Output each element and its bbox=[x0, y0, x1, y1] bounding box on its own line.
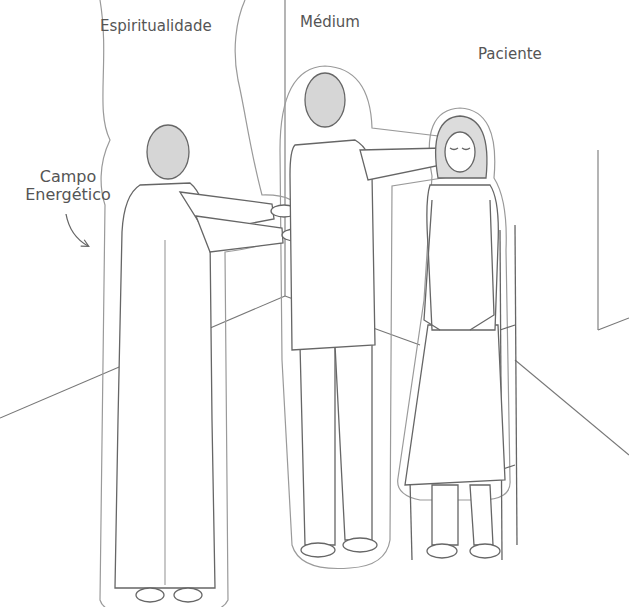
medium-leg bbox=[335, 343, 372, 540]
patient-skirt bbox=[405, 325, 505, 485]
figure-label: Paciente bbox=[478, 46, 568, 63]
pointer-arrow bbox=[66, 214, 88, 246]
spirit-robe bbox=[115, 183, 215, 588]
spirit-arm bbox=[196, 216, 283, 252]
patient-arm bbox=[470, 200, 494, 330]
figure-label: Médium bbox=[300, 14, 390, 31]
wall-corner bbox=[284, 0, 285, 296]
wall-corner bbox=[597, 150, 598, 330]
spirit-foot bbox=[174, 588, 202, 602]
chair-post bbox=[515, 225, 517, 545]
patient-face bbox=[445, 132, 475, 172]
chair-leg bbox=[410, 480, 412, 560]
patient-leg bbox=[432, 485, 458, 545]
medium-head bbox=[305, 73, 345, 127]
patient-closed-eyes bbox=[450, 148, 470, 150]
medium-body bbox=[290, 140, 375, 350]
spirit-head bbox=[147, 125, 189, 179]
energy-field bbox=[100, 0, 300, 607]
floor-line bbox=[598, 318, 629, 330]
patient-shoe bbox=[470, 544, 500, 558]
patient-hair bbox=[436, 116, 487, 178]
patient-torso bbox=[427, 185, 498, 330]
patient-leg bbox=[470, 485, 493, 545]
medium-shoe bbox=[301, 543, 335, 557]
chair-rail bbox=[500, 325, 515, 330]
figure-label: Espiritualidade bbox=[100, 18, 250, 35]
figure-label: Campo Energético bbox=[22, 168, 114, 205]
medium-arm bbox=[360, 148, 446, 180]
robe-fold bbox=[164, 240, 165, 585]
medium-shoe bbox=[343, 538, 377, 552]
spirit-foot bbox=[136, 588, 164, 602]
patient-shoe bbox=[427, 544, 457, 558]
patient-arm bbox=[424, 200, 440, 330]
medium-leg bbox=[300, 345, 335, 545]
floor-line bbox=[515, 360, 629, 455]
